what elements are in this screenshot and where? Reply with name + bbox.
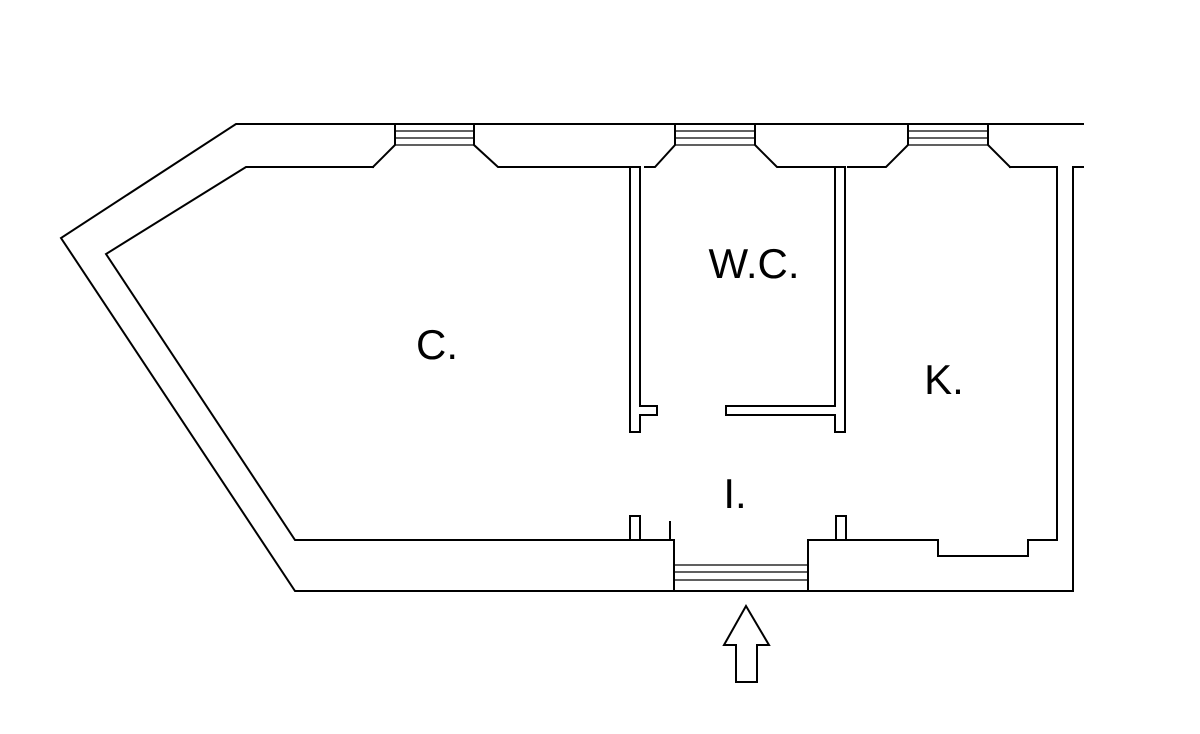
window-2 [675, 130, 755, 146]
inner-wall-bottom-right [807, 166, 1058, 592]
room-label-wc: W.C. [709, 240, 800, 287]
window-3 [908, 130, 988, 146]
stub-wall-left [629, 515, 641, 541]
inner-wall-room-c [104, 166, 671, 541]
window-niche-2 [644, 123, 836, 168]
arrow-up-icon [722, 603, 771, 683]
entrance-door [674, 564, 808, 581]
room-label-c: C. [416, 321, 458, 368]
partition-wc-right [725, 166, 846, 433]
room-label-i: I. [723, 470, 746, 517]
partition-wc-left [629, 166, 658, 433]
inner-wall-bottom-left-jamb [669, 539, 675, 592]
room-label-k: K. [924, 356, 964, 403]
window-1 [395, 130, 474, 146]
outer-wall [59, 123, 1084, 592]
stub-wall-right [835, 515, 847, 541]
